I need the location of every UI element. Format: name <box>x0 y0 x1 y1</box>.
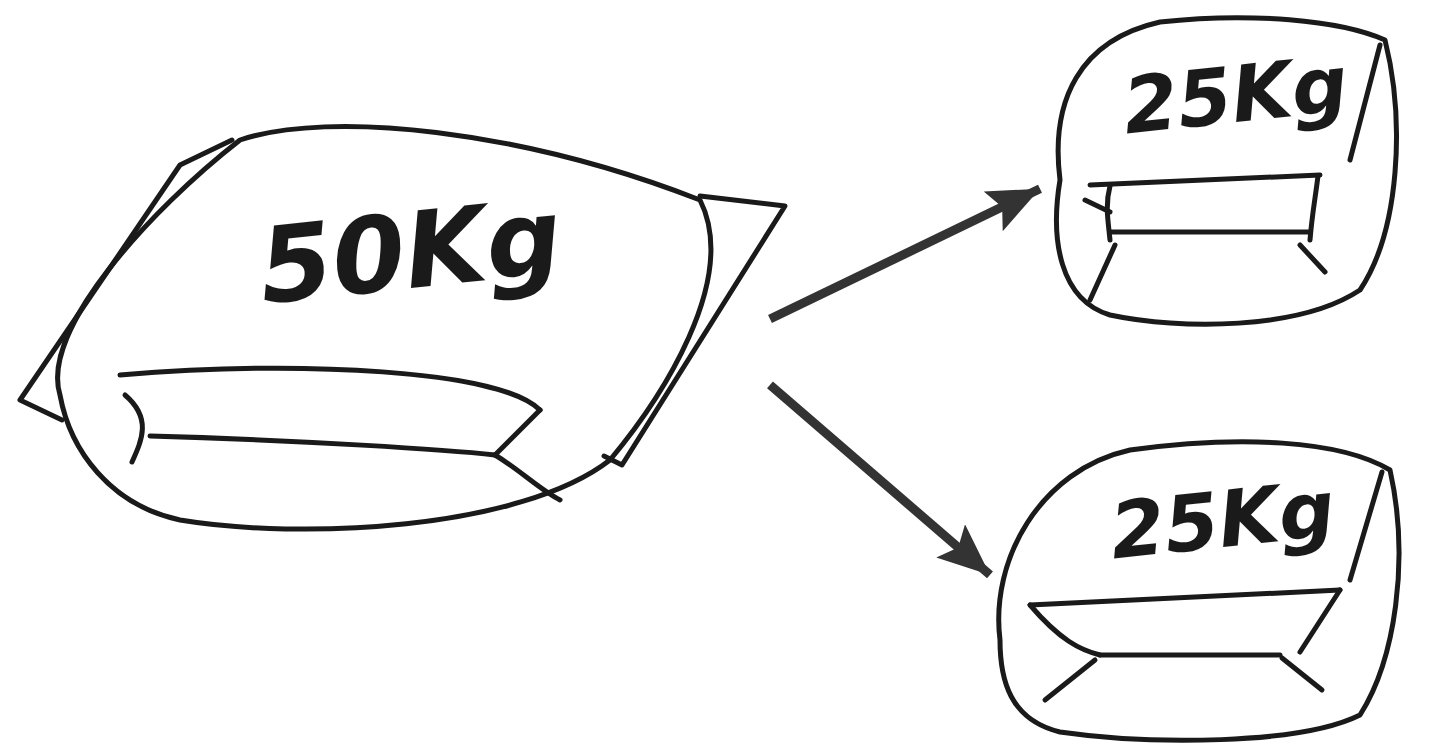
sack-outline <box>990 435 1405 748</box>
sack-fold-line <box>1110 230 1310 235</box>
sack-fold-line <box>1030 590 1340 605</box>
split-arrow <box>770 189 1040 319</box>
sack-fold-line <box>1300 245 1325 272</box>
sack-fold-line <box>1030 605 1100 655</box>
weight-label: 25Kg <box>1106 469 1338 570</box>
sack-fold-line <box>125 395 142 462</box>
weight-label: 50Kg <box>254 184 566 320</box>
sack-outline <box>15 115 770 540</box>
sack-fold-line <box>1300 590 1340 652</box>
sack-fold-line <box>20 140 232 420</box>
sack-fold-line <box>1090 245 1115 300</box>
sack-fold-line <box>1282 658 1322 690</box>
sack-fold-line <box>1045 660 1095 700</box>
sack-body <box>1057 18 1397 325</box>
sack-fold-line <box>495 410 540 455</box>
sack-body <box>999 442 1399 740</box>
split-arrow <box>770 385 990 575</box>
sack-fold-line <box>1090 175 1320 185</box>
sack-fold-line <box>495 455 560 500</box>
sack-fold-line <box>150 436 495 455</box>
sack-fold-line <box>1100 653 1280 658</box>
small-sack: 25Kg <box>1040 10 1400 335</box>
sack-body <box>58 127 711 530</box>
large-sack: 50Kg <box>15 115 770 540</box>
sack-fold-line <box>604 196 785 465</box>
sack-fold-line <box>1350 472 1382 580</box>
sack-fold-line <box>120 368 540 410</box>
small-sack: 25Kg <box>990 435 1405 748</box>
sack-fold-line <box>1310 176 1318 240</box>
sack-fold-line <box>1350 45 1380 160</box>
weight-label: 25Kg <box>1119 44 1351 145</box>
sack-fold-line <box>1085 200 1110 212</box>
